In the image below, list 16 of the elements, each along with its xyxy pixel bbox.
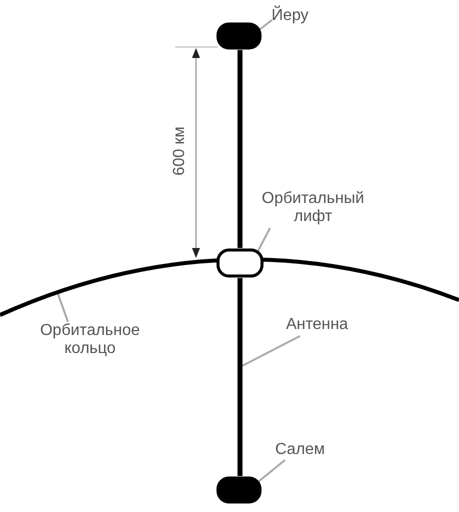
- leader-line: [257, 459, 286, 483]
- dimension-label: 600 км: [171, 125, 189, 178]
- leader-line: [257, 228, 271, 252]
- pod-shape: [216, 476, 262, 504]
- leader-line: [242, 335, 300, 367]
- antenna-line: [238, 48, 242, 478]
- part-label: Антенна: [276, 316, 358, 334]
- part-label: Йеру: [262, 7, 318, 25]
- part-label: Орбитальное кольцо: [22, 322, 158, 358]
- part-label: Салем: [266, 441, 334, 459]
- leader-line: [57, 294, 69, 322]
- leader-line: [258, 19, 273, 31]
- part-label: Орбитальный лифт: [248, 190, 378, 226]
- orbital-ring-arc: [0, 258, 459, 317]
- lift-capsule: [216, 248, 264, 278]
- pod-shape: [216, 22, 262, 50]
